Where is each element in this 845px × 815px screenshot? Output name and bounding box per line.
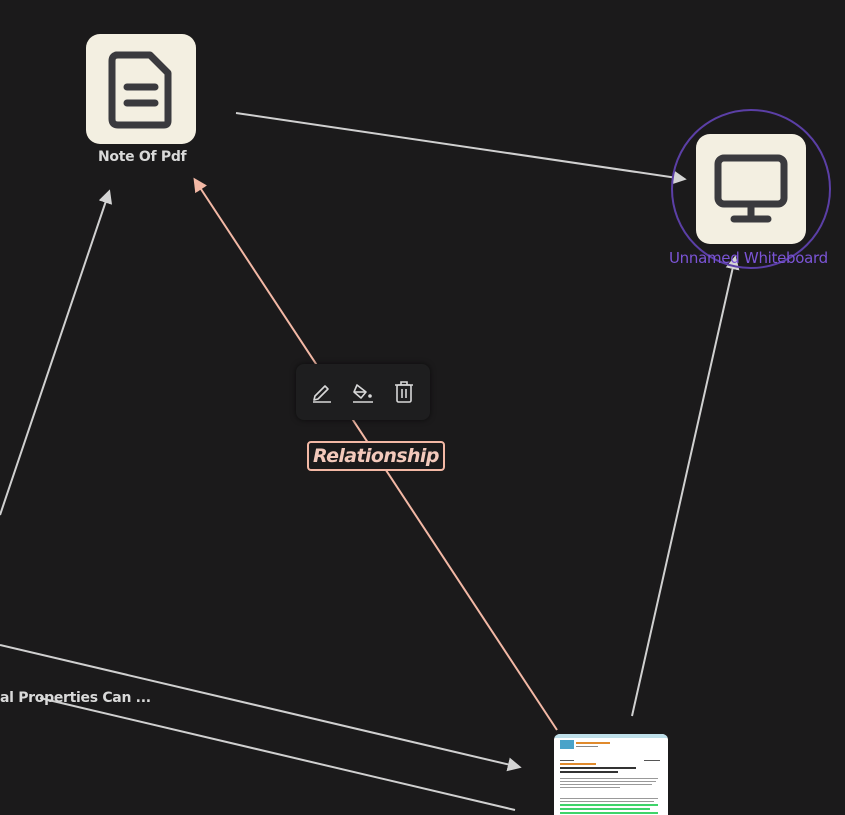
paint-bucket-icon (353, 384, 373, 403)
pencil-icon (313, 385, 331, 403)
trash-icon (395, 381, 413, 403)
note-node-label[interactable]: Note Of Pdf (98, 149, 187, 165)
edge-left-to-note[interactable] (0, 189, 113, 516)
edge-toolbar (296, 364, 430, 420)
partial-node-label[interactable]: al Properties Can ... (0, 690, 151, 706)
edit-edge-button[interactable] (307, 377, 337, 407)
edge-note-to-whiteboard[interactable] (235, 112, 687, 185)
pdf-node-thumbnail[interactable] (554, 734, 668, 815)
monitor-icon (714, 154, 788, 223)
pdf-thumbnail-icon (554, 734, 668, 814)
edge-color-button[interactable] (348, 377, 378, 407)
delete-edge-button[interactable] (389, 377, 419, 407)
edge-pdf-to-whiteboard[interactable] (631, 255, 740, 717)
edge-left-to-pdf[interactable] (0, 644, 522, 772)
relationship-label[interactable]: Relationship (307, 441, 445, 471)
edge-left-to-pdf-lower[interactable] (39, 697, 516, 811)
document-icon (108, 51, 172, 129)
selection-ring (671, 109, 831, 269)
whiteboard-node-label[interactable]: Unnamed Whiteboard (669, 249, 828, 267)
whiteboard-node-tile[interactable] (696, 134, 806, 244)
note-node-tile[interactable] (86, 34, 196, 144)
